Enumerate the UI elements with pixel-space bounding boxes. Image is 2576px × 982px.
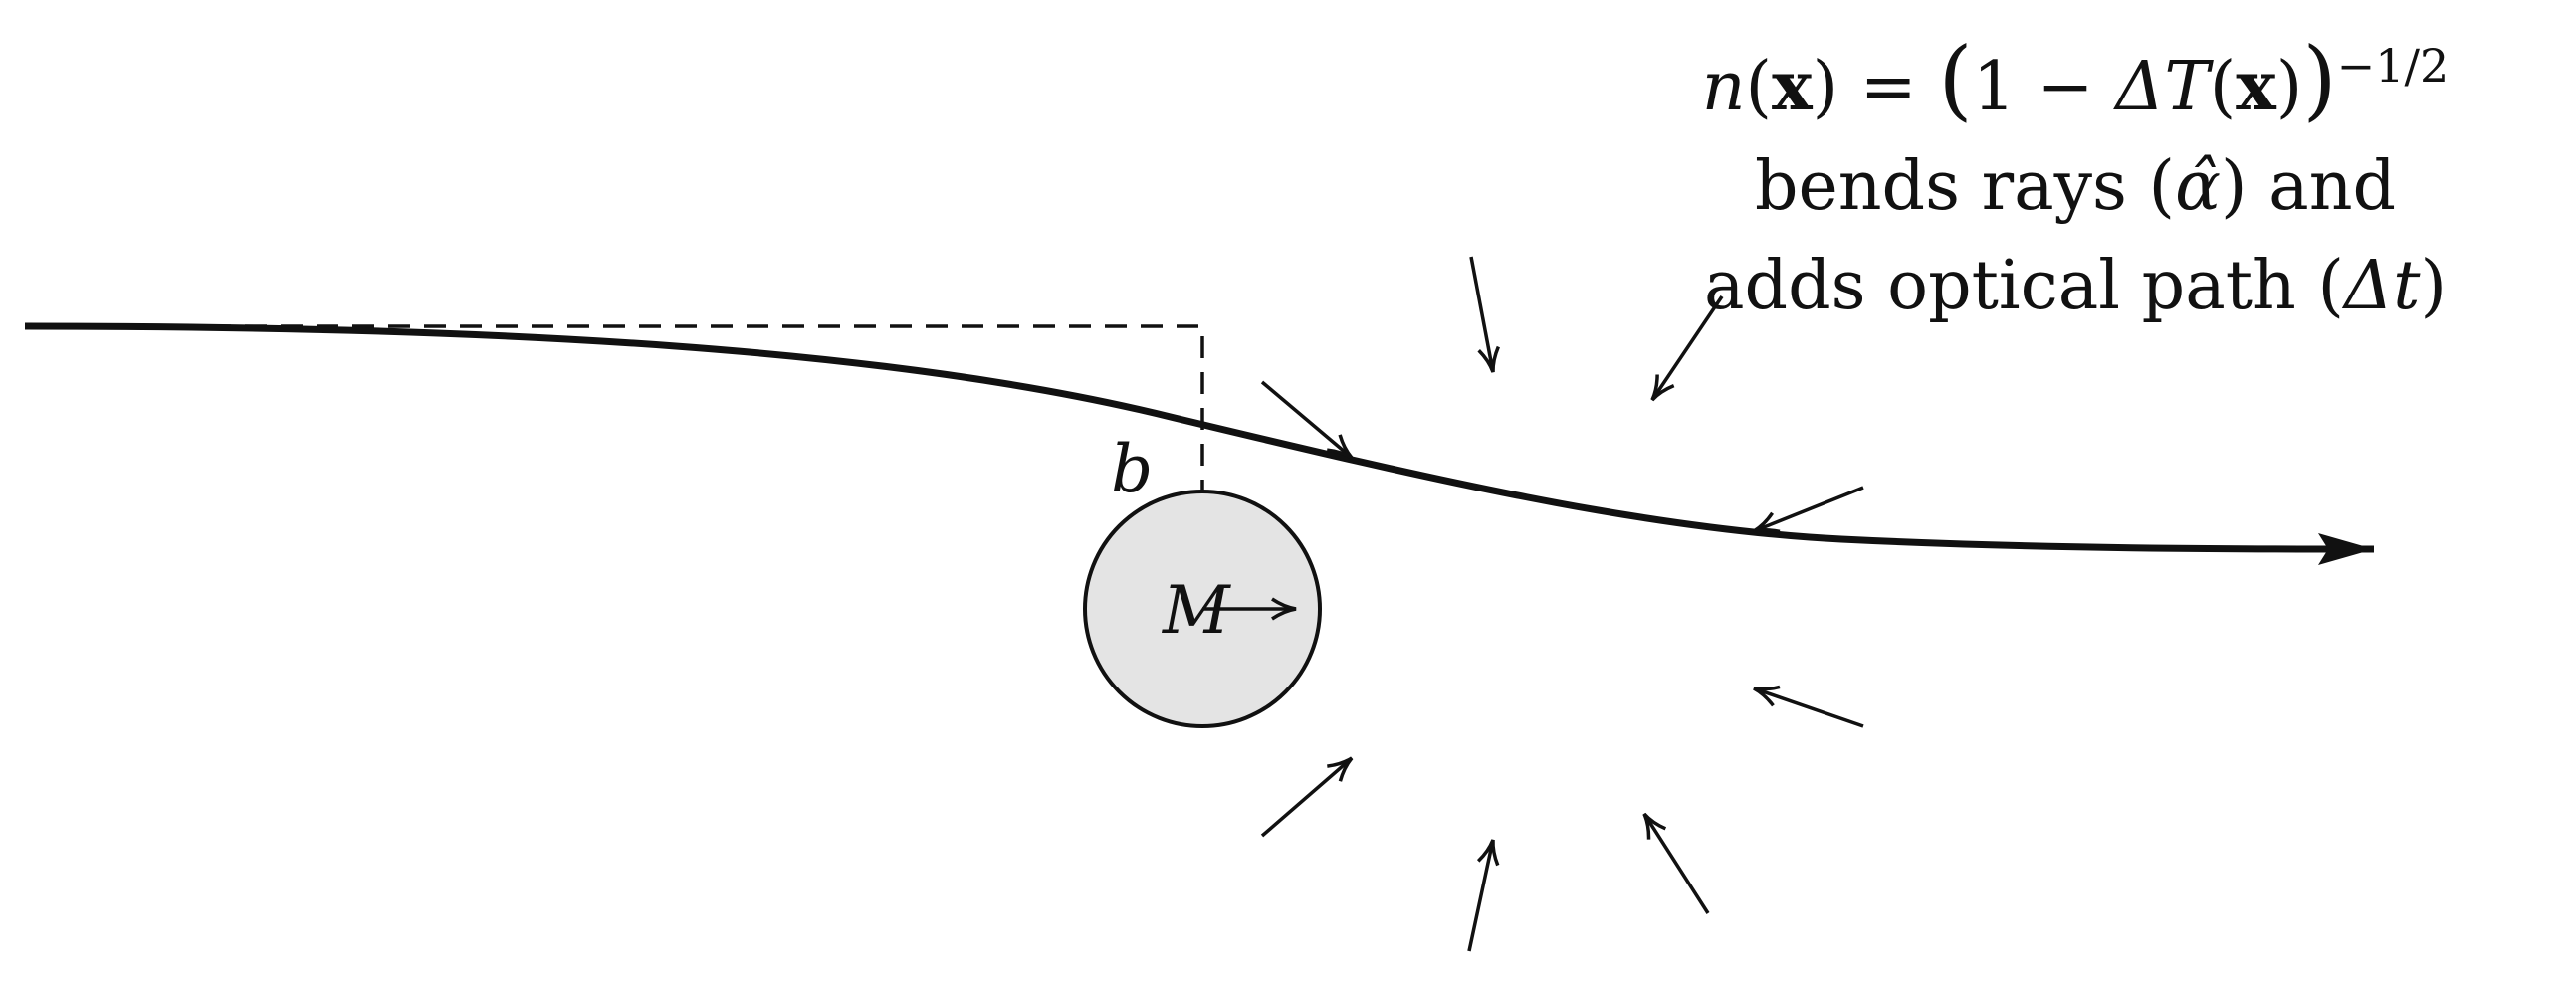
caption-bends-end: ) and — [2221, 147, 2397, 226]
formula-exponent: −1/2 — [2336, 39, 2450, 93]
caption-line-optical-path: adds optical path (Δt) — [1603, 237, 2548, 336]
dashed-guide-line — [30, 324, 1204, 602]
impact-parameter-label: b — [1111, 431, 1153, 507]
caption-bends-text: bends rays ( — [1754, 147, 2176, 226]
refractive-index-formula: n(x) = (1 − ΔT(x))−1/2 — [1701, 28, 2450, 130]
light-ray — [24, 322, 2375, 565]
deflection-angle-symbol: α̂ — [2175, 147, 2222, 226]
formula-minus: − — [2037, 48, 2094, 126]
caption-path-text: adds optical path ( — [1704, 247, 2344, 325]
formula-delta-t: ΔT — [2115, 48, 2210, 126]
caption-path-end: ) — [2420, 247, 2447, 325]
formula-one: 1 — [1972, 48, 2016, 126]
time-delay-symbol: Δt — [2344, 247, 2421, 325]
field-arrow-5 — [1753, 685, 1864, 728]
mass-label: M — [1162, 572, 1231, 649]
formula-arg: x — [1772, 47, 1813, 126]
refractive-index-annotation: n(x) = (1 − ΔT(x))−1/2 bends rays (α̂) a… — [1603, 30, 2548, 336]
field-arrow-3 — [1650, 295, 1724, 402]
field-arrow-6 — [1642, 812, 1710, 914]
formula-equals: = — [1859, 48, 1917, 126]
field-arrow-4 — [1753, 486, 1864, 534]
field-arrow-1 — [1260, 380, 1354, 460]
caption-line-bends: bends rays (α̂) and — [1603, 137, 2548, 237]
formula-arg-2: x — [2236, 47, 2276, 126]
formula-lhs: n — [1701, 48, 1746, 126]
field-arrow-8 — [1260, 756, 1354, 838]
field-arrow-2 — [1469, 256, 1500, 373]
field-arrow-7 — [1467, 839, 1500, 952]
